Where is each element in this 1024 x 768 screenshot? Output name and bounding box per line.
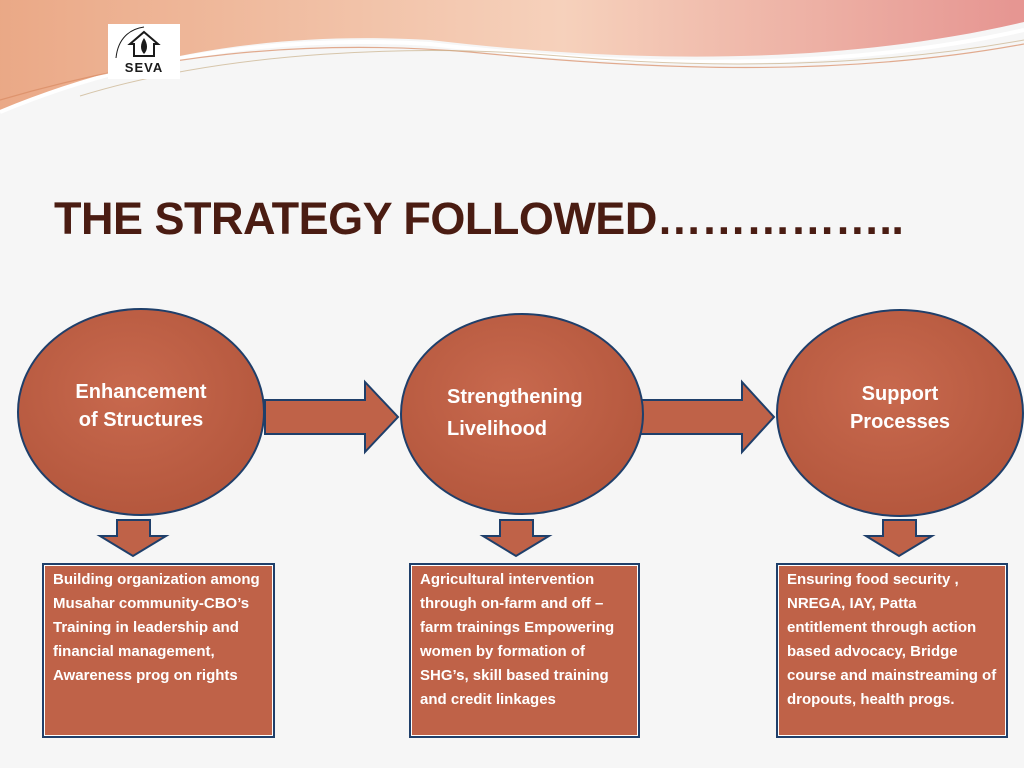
arrow-node2-to-node3 — [639, 379, 776, 455]
slide-title: THE STRATEGY FOLLOWED…………….. — [54, 193, 904, 244]
box-support-details: Ensuring food security , NREGA, IAY, Pat… — [776, 563, 1008, 738]
node-1-label-line1: Enhancement — [75, 381, 207, 403]
node-2-label: Strengthening Livelihood — [447, 381, 617, 445]
node-enhancement-of-structures — [17, 308, 265, 516]
logo-wordmark: SEVA — [124, 60, 164, 75]
node-strengthening-livelihood — [400, 313, 644, 515]
arrow-node1-to-node2 — [264, 379, 400, 455]
node-3-label-line2: Processes — [849, 411, 951, 433]
down-arrow-2 — [479, 519, 553, 558]
node-support-processes — [776, 309, 1024, 517]
node-3-label: Support Processes — [800, 380, 1000, 436]
box-livelihood-details: Agricultural intervention through on-far… — [409, 563, 640, 738]
seva-logo: SEVA — [108, 24, 180, 79]
down-arrow-1 — [96, 519, 170, 558]
node-1-label-line2: of Structures — [78, 409, 204, 431]
box-enhancement-details: Building organization among Musahar comm… — [42, 563, 275, 738]
node-1-label: Enhancement of Structures — [41, 378, 241, 434]
node-2-label-line1: Strengthening — [447, 386, 583, 408]
node-2-label-line2: Livelihood — [447, 418, 547, 440]
node-3-label-line1: Support — [861, 383, 939, 405]
down-arrow-3 — [862, 519, 936, 558]
seva-emblem-icon — [115, 26, 161, 59]
